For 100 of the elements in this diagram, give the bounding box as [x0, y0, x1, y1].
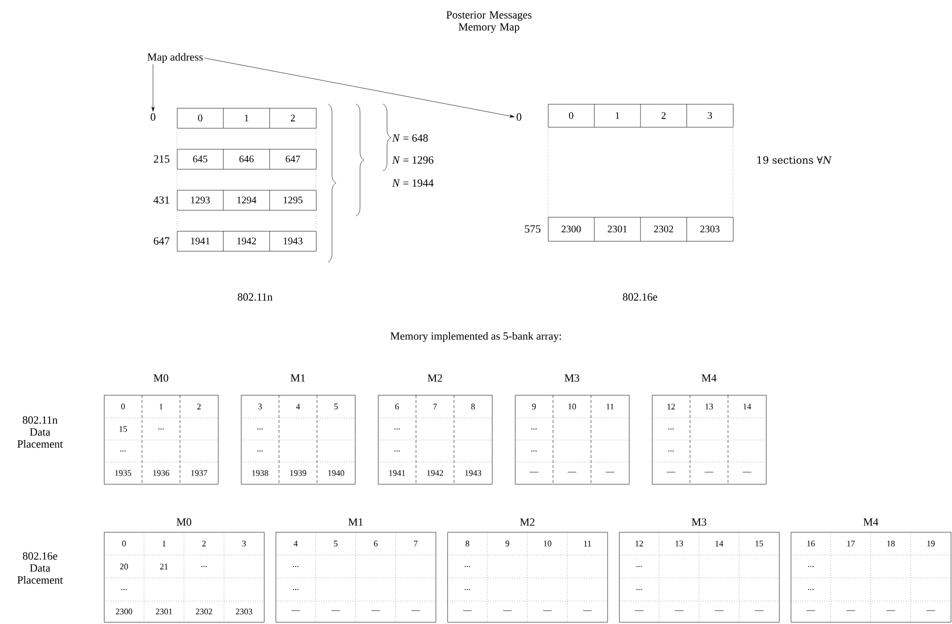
- cell-value: 1941: [191, 238, 210, 244]
- cell-value: 15: [756, 540, 764, 546]
- cell-value: 19: [927, 540, 935, 546]
- bank-label: M3: [564, 374, 580, 382]
- cell-value: 2301: [156, 608, 172, 614]
- cell-value: —: [543, 610, 552, 611]
- memory-bank: [276, 518, 436, 622]
- cell-value: ...: [636, 589, 642, 590]
- cell-value: 18: [887, 540, 895, 546]
- cell-value: 2: [290, 114, 295, 122]
- cell-value: 2: [197, 404, 201, 410]
- row-heading: 802.11n Data Placement: [17, 416, 63, 448]
- cell-value: 10: [544, 540, 552, 546]
- cell-value: 2300: [116, 608, 132, 614]
- bank-label: M1: [348, 518, 363, 526]
- cell-value: 15: [120, 426, 127, 432]
- cell-value: 2303: [236, 608, 252, 614]
- cell-value: 3: [258, 404, 262, 410]
- cell-value: 1941: [389, 470, 405, 476]
- cell-value: 645: [193, 156, 208, 162]
- cell-value: —: [291, 610, 300, 611]
- cell-value: 4: [294, 540, 298, 546]
- cell-value: 1942: [427, 470, 444, 476]
- cell-value: ...: [120, 450, 126, 452]
- cell-value: —: [634, 610, 644, 611]
- arrow: [151, 64, 155, 112]
- cell-value: 11: [584, 540, 591, 546]
- address-label: 431: [154, 196, 170, 204]
- cell-value: 8: [471, 404, 475, 410]
- memory-bank: [104, 518, 264, 622]
- cell-value: 1293: [191, 196, 210, 204]
- cell-value: —: [583, 610, 592, 611]
- cell-value: ...: [808, 566, 814, 568]
- cell-value: ...: [293, 589, 298, 590]
- cell-value: 2303: [700, 226, 720, 232]
- cell-value: 9: [506, 540, 510, 546]
- cell-value: 2300: [562, 226, 581, 232]
- arrow: [204, 58, 515, 118]
- section-note: 19 sections ∀N: [757, 156, 832, 164]
- cell-value: —: [714, 610, 724, 611]
- cell-value: —: [806, 610, 816, 611]
- cell-value: 1: [616, 112, 620, 119]
- cell-value: 9: [532, 404, 536, 410]
- cell-value: 0: [569, 112, 574, 119]
- cell-value: ...: [201, 566, 207, 568]
- brace-label: N = 1296: [392, 156, 434, 164]
- cell-value: 21: [160, 564, 168, 570]
- cell-value: ...: [464, 566, 470, 568]
- cell-value: 1935: [115, 470, 132, 476]
- cell-value: —: [886, 610, 896, 611]
- cell-value: 1943: [465, 470, 482, 476]
- cell-value: 1295: [284, 196, 302, 204]
- cell-value: 14: [744, 404, 752, 410]
- cell-value: ...: [531, 450, 537, 452]
- cell-value: 7: [414, 540, 418, 546]
- cell-value: 2302: [196, 608, 212, 614]
- cell-value: 17: [847, 540, 855, 546]
- address-label: 0: [150, 113, 156, 121]
- cell-value: 1: [244, 114, 248, 122]
- cell-value: 12: [636, 540, 643, 546]
- cell-value: 13: [676, 540, 684, 546]
- cell-value: 1939: [290, 470, 306, 476]
- cell-value: ...: [394, 428, 400, 430]
- cell-value: 2302: [654, 226, 674, 232]
- title: Posterior Messages Memory Map: [446, 11, 532, 33]
- cell-value: ...: [668, 428, 674, 430]
- cell-value: 3: [242, 540, 246, 546]
- cell-value: ...: [808, 589, 814, 590]
- cell-value: 13: [706, 404, 713, 410]
- cell-value: 0: [121, 404, 125, 410]
- cell-value: 12: [668, 404, 675, 410]
- bank-label: M4: [702, 374, 716, 382]
- memory-row: [548, 104, 734, 128]
- cell-value: —: [411, 610, 420, 611]
- caption-text: Memory implemented as 5-bank array:: [390, 332, 561, 342]
- cell-value: —: [846, 610, 856, 611]
- cell-value: 11: [606, 404, 614, 410]
- cell-value: ...: [464, 589, 470, 590]
- cell-value: —: [371, 610, 380, 611]
- cell-value: ...: [121, 589, 127, 590]
- bank-label: M4: [863, 518, 878, 526]
- cell-value: ...: [257, 428, 263, 430]
- cell-value: 2: [662, 112, 666, 119]
- cell-value: 5: [334, 540, 338, 546]
- cell-value: 5: [334, 404, 338, 410]
- cell-value: —: [503, 610, 512, 611]
- caption-text: 802.11n: [238, 293, 272, 301]
- memory-bank: [514, 374, 630, 484]
- cell-value: 0: [122, 540, 126, 546]
- cell-value: 4: [296, 404, 300, 410]
- memory-bank: [240, 374, 356, 484]
- cell-value: ...: [636, 566, 642, 568]
- cell-value: ...: [158, 428, 164, 430]
- caption-text: 802.16e: [622, 293, 658, 301]
- row-heading: 802.16e Data Placement: [17, 552, 63, 584]
- bank-label: M1: [290, 374, 305, 382]
- cell-value: 1294: [237, 196, 256, 204]
- cell-value: 646: [239, 156, 254, 162]
- cell-value: 6: [395, 404, 399, 410]
- cell-value: 1937: [191, 470, 208, 476]
